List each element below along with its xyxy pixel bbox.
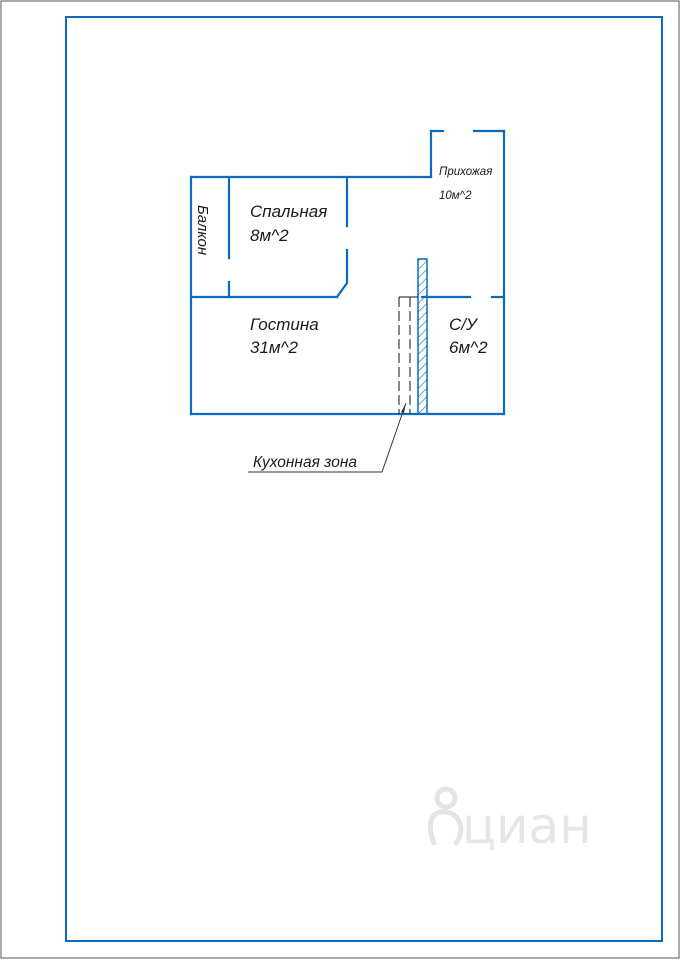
kitchen-callout-label: Кухонная зона <box>253 454 357 471</box>
wall-bedroom-corner <box>335 248 349 299</box>
room-name-hallway: Прихожая <box>439 166 492 178</box>
room-area-bedroom: 8м^2 <box>250 226 289 245</box>
balcony-label: Балкон <box>194 205 211 255</box>
kitchen-callout-arrow <box>401 403 406 413</box>
drawing-frame <box>65 16 663 942</box>
room-area-living: 31м^2 <box>250 338 299 357</box>
room-name-bathroom: С/У <box>449 315 479 334</box>
watermark-text: циан <box>462 797 592 855</box>
kitchen-callout-leader <box>248 402 407 473</box>
kitchen-counter <box>398 296 418 414</box>
watermark-logo-icon <box>428 786 464 846</box>
room-name-bedroom: Спальная <box>250 202 327 221</box>
hatched-partition <box>417 258 428 415</box>
room-name-living: Гостина <box>250 315 319 334</box>
room-area-bathroom: 6м^2 <box>449 338 488 357</box>
room-area-hallway: 10м^2 <box>439 190 472 202</box>
watermark: циан <box>428 786 592 855</box>
walls <box>189 129 506 416</box>
